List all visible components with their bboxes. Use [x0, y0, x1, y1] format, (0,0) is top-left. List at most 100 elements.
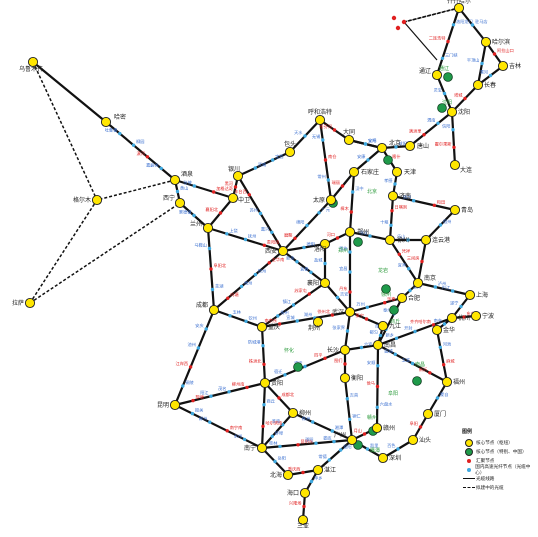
border-node [192, 184, 196, 188]
minor-node-label: 丰台西 [234, 188, 247, 195]
core-node-tj [391, 166, 403, 178]
minor-node-label: 玉林 [233, 309, 242, 316]
border-node [488, 73, 493, 78]
minor-node-label: 恩施 [339, 245, 348, 252]
border-node [348, 250, 352, 254]
junction-node [362, 432, 367, 436]
core-node-jn [387, 190, 399, 202]
border-node [305, 223, 309, 228]
minor-node-label: 宜昌 [339, 265, 347, 272]
junction-node [432, 203, 436, 207]
minor-node-label: 集宁 [356, 312, 364, 319]
core-label-jn: 济南 [399, 192, 411, 200]
minor-node-label: 万州 [356, 301, 364, 307]
core-node-hf [396, 292, 408, 304]
core-node-cd [208, 304, 220, 316]
minor-node-label: 徐州北 [317, 308, 330, 315]
minor-node-label: 玉溪 [402, 357, 411, 364]
core-label-gy: 贵阳 [271, 379, 283, 387]
minor-node-label: 柳州南 [232, 380, 245, 387]
border-node [208, 420, 212, 424]
border-node [442, 91, 447, 96]
core-label-fz: 福州 [453, 378, 465, 386]
core-node-hrb [480, 36, 492, 48]
border-node [348, 270, 352, 274]
legend-row-planned: 拟建中的光缆 [462, 483, 536, 492]
junction-node [218, 211, 223, 215]
minor-node-label: 桂林 [269, 439, 278, 446]
hub-node-sy_h [437, 103, 447, 113]
core-node-nj [412, 277, 424, 289]
junction-node [390, 209, 394, 213]
core-node-qd [449, 204, 461, 216]
minor-node-label: 哈尔滨南 [266, 419, 283, 426]
minor-node-label: 益阳 [343, 443, 351, 450]
core-node-hk [299, 487, 311, 499]
border-node [359, 345, 364, 350]
core-label-gem: 格尔木 [73, 196, 91, 204]
minor-node-label: 加格达奇 [216, 185, 233, 192]
border-node [311, 420, 315, 424]
minor-node-label: 平顶山 [467, 57, 480, 64]
core-node-jh [431, 324, 443, 336]
core-node-st [407, 434, 419, 446]
hub-label: 鹰潭 [370, 447, 380, 454]
minor-node-label: 内江 [442, 284, 450, 291]
minor-node-label: 镇江 [283, 298, 291, 305]
core-node-gy [259, 377, 271, 389]
trunk-line-cd-cq [212, 308, 264, 329]
core-label-hrb: 哈尔滨 [492, 38, 510, 46]
border-node [365, 447, 370, 451]
core-label-jq: 酒泉 [181, 170, 193, 178]
core-node-ls [24, 297, 36, 309]
junction-node [375, 384, 380, 389]
border-node [335, 295, 340, 300]
junction-node [261, 424, 265, 428]
border-node [295, 260, 299, 264]
core-node-ganz [371, 422, 383, 434]
minor-node-label: 成都北 [282, 391, 295, 398]
planned-line-gem-ls [29, 199, 98, 304]
trunk-line-nn-gz [260, 438, 354, 450]
core-node-sy [446, 106, 458, 118]
legend-junction-label: 汇聚节点 [476, 458, 495, 464]
border-node [270, 434, 274, 438]
minor-node-label: 都匀 [370, 329, 378, 336]
minor-node-label: 邵阳 [305, 436, 313, 443]
junction-node [463, 96, 467, 101]
core-label-bh: 北海 [270, 471, 282, 479]
junction-node [188, 365, 193, 369]
minor-node-label: 东兴 [467, 310, 475, 317]
core-node-sanya [297, 514, 309, 526]
core-node-nn [256, 442, 268, 454]
core-node-cq [256, 321, 268, 333]
border-node [270, 230, 274, 234]
border-node [327, 458, 331, 462]
border-node [323, 261, 327, 266]
minor-node-label: 绥芬河 [319, 123, 332, 130]
border-node [365, 305, 369, 309]
trunk-line-ts-sy [408, 110, 454, 148]
minor-node-label: 泰州 [383, 307, 391, 313]
junction-node [452, 145, 456, 149]
minor-node-label: 洛阳龙门 [456, 18, 473, 25]
junction-node [247, 193, 251, 197]
minor-node-label: 新余 [286, 255, 295, 262]
hub-node-bj_h [383, 155, 393, 165]
minor-node-label: 四平 [314, 352, 322, 358]
hub-label: 赣州 [367, 414, 377, 421]
border-node [278, 444, 282, 449]
minor-node-label: 漯河 [480, 69, 489, 75]
core-label-sy: 沈阳 [458, 108, 470, 116]
legend-planned-swatch [463, 487, 475, 488]
junction-node [323, 356, 327, 360]
minor-node-label: 向塘 [230, 291, 238, 298]
core-label-cs: 长沙 [327, 346, 339, 354]
minor-node-label: 梧州 [244, 279, 252, 286]
minor-node-label: 贵阳南 [267, 238, 280, 245]
border-node [192, 213, 196, 218]
border-node [376, 364, 380, 368]
border-node [253, 166, 257, 170]
trunk-line-jq-zw [173, 178, 235, 200]
hub-label: 通辽 [439, 65, 449, 72]
